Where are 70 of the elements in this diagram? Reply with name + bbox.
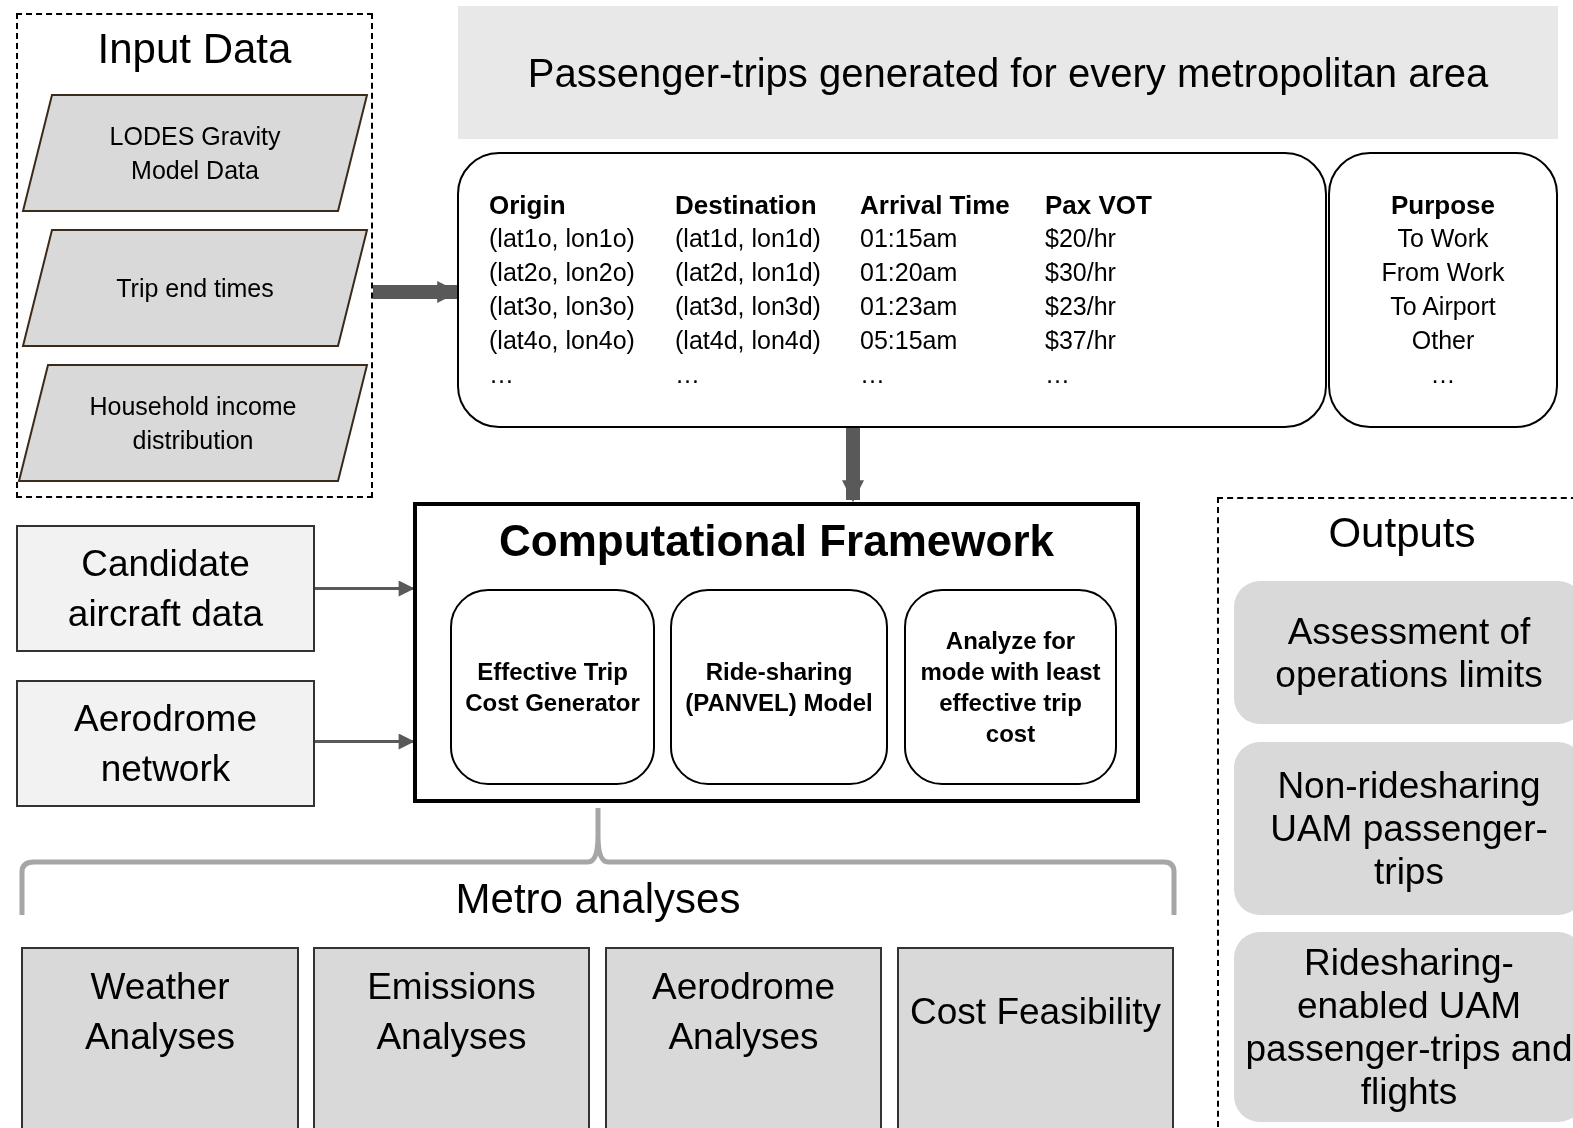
box-label: Assessment of operations limits bbox=[1274, 609, 1544, 696]
heading-text: Passenger-trips generated for every metropolitan area bbox=[526, 49, 1490, 97]
table-cell-text: 01:15am bbox=[860, 224, 958, 254]
table-cell-text: … bbox=[489, 360, 514, 390]
column-heading: Origin bbox=[489, 190, 566, 222]
table-cell-text: 01:20am bbox=[860, 258, 958, 288]
output-box bbox=[1234, 581, 1573, 724]
table-cell-text: $23/hr bbox=[1045, 292, 1116, 322]
table-cell-text: (lat4o, lon4o) bbox=[489, 326, 635, 356]
table-cell-text: From Work bbox=[1381, 258, 1505, 288]
table-cell-text: $37/hr bbox=[1045, 326, 1116, 356]
table-cell-text: (lat1o, lon1o) bbox=[489, 224, 635, 254]
analysis-box bbox=[605, 947, 882, 1128]
framework-box bbox=[413, 502, 1140, 803]
box-label: Aerodrome Analyses bbox=[651, 965, 836, 1059]
input-label: LODES Gravity Model Data bbox=[108, 121, 282, 186]
framework-heading: Computational Framework bbox=[499, 516, 1054, 566]
input-group bbox=[16, 13, 373, 498]
table-cell-text: To Airport bbox=[1390, 292, 1496, 322]
analysis-box bbox=[21, 947, 299, 1128]
input-label: Household income distribution bbox=[88, 391, 298, 456]
box-label: Cost Feasibility bbox=[909, 990, 1162, 1034]
input-label: Trip end times bbox=[116, 273, 274, 304]
column-heading: Destination bbox=[675, 190, 817, 222]
purpose-box bbox=[1328, 152, 1558, 428]
group-heading: Input Data bbox=[97, 25, 292, 73]
outputs-group bbox=[1217, 497, 1573, 1128]
table-cell-text: $30/hr bbox=[1045, 258, 1116, 288]
brace-label: Metro analyses bbox=[454, 875, 742, 923]
column-heading: Pax VOT bbox=[1045, 190, 1152, 222]
input-box bbox=[16, 525, 315, 652]
table-cell-text: Other bbox=[1411, 326, 1475, 356]
table-cell-text: (lat2o, lon2o) bbox=[489, 258, 635, 288]
arrow bbox=[315, 733, 415, 750]
process-label: Analyze for mode with least effective trip cost bbox=[919, 626, 1102, 749]
input-box bbox=[16, 680, 315, 807]
table-cell-text: (lat3o, lon3o) bbox=[489, 292, 635, 322]
table-cell-text: (lat2d, lon1d) bbox=[675, 258, 821, 288]
column-heading: Purpose bbox=[1391, 190, 1495, 222]
arrow bbox=[842, 428, 864, 503]
table-cell-text: (lat3d, lon3d) bbox=[675, 292, 821, 322]
table-cell-text: … bbox=[1045, 360, 1070, 390]
table-cell-text: To Work bbox=[1397, 224, 1489, 254]
arrow bbox=[315, 580, 415, 597]
table-cell-text: 01:23am bbox=[860, 292, 958, 322]
table-cell-text: (lat4d, lon4d) bbox=[675, 326, 821, 356]
group-heading: Outputs bbox=[1328, 509, 1476, 557]
box-label: Weather Analyses bbox=[83, 965, 237, 1059]
box-label: Non-ridesharing UAM passenger-trips bbox=[1269, 764, 1549, 893]
analysis-box bbox=[897, 947, 1174, 1128]
box-label: Candidate aircraft data bbox=[66, 541, 265, 636]
table-cell-text: … bbox=[1430, 360, 1456, 390]
process-label: Ride-sharing (PANVEL) Model bbox=[684, 657, 874, 718]
process-label: Effective Trip Cost Generator bbox=[464, 657, 641, 718]
process-box bbox=[904, 589, 1117, 785]
arrow bbox=[373, 281, 460, 303]
table-cell-text: 05:15am bbox=[860, 326, 958, 356]
box-label: Emissions Analyses bbox=[366, 965, 537, 1059]
process-box bbox=[670, 589, 888, 785]
box-label: Ridesharing-enabled UAM passenger-trips and flights bbox=[1244, 941, 1573, 1113]
column-heading: Arrival Time bbox=[860, 190, 1010, 222]
trip-table-box bbox=[457, 152, 1327, 428]
process-box bbox=[450, 589, 655, 785]
table-cell-text: … bbox=[675, 360, 700, 390]
table-cell-text: (lat1d, lon1d) bbox=[675, 224, 821, 254]
table-cell-text: … bbox=[860, 360, 885, 390]
output-box bbox=[1234, 742, 1573, 915]
box-label: Aerodrome network bbox=[73, 696, 258, 791]
table-cell-text: $20/hr bbox=[1045, 224, 1116, 254]
analysis-box bbox=[313, 947, 590, 1128]
